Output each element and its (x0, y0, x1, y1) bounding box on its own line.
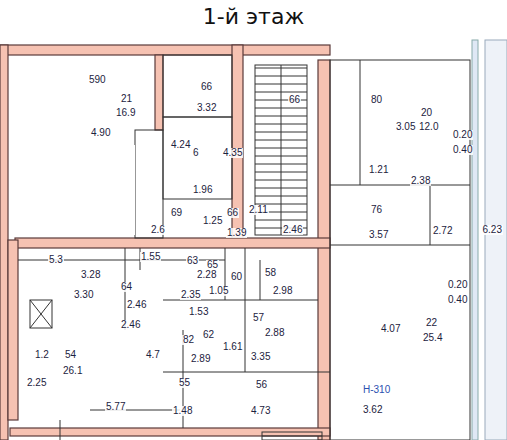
dimension-label: 26.1 (62, 366, 83, 376)
dimension-label: 6 (192, 148, 200, 158)
dimension-label: 4.73 (250, 406, 271, 416)
dimension-label: 0.40 (452, 145, 473, 155)
dimension-label: 1.53 (188, 307, 209, 317)
dimension-label: 63 (186, 256, 199, 266)
dimension-label: 76 (370, 205, 383, 215)
dimension-label: 60 (230, 272, 243, 282)
dimension-label: 55 (178, 378, 191, 388)
dimension-label: 4.90 (90, 128, 111, 138)
dimension-label: 3.28 (80, 270, 101, 280)
dimension-label: 2.38 (410, 176, 431, 186)
dimension-label: 1.25 (202, 216, 223, 226)
dimension-label: 3.32 (196, 103, 217, 113)
dimension-label: 4.7 (145, 350, 161, 360)
dimension-label: 1.2 (34, 350, 50, 360)
dimension-label: 3.30 (73, 290, 94, 300)
dimension-label: 6.23 (482, 225, 503, 235)
dimension-label: 2.25 (26, 378, 47, 388)
dimension-label: 1.21 (368, 165, 389, 175)
dimension-label: 1.61 (222, 342, 243, 352)
dimension-label: 2.98 (272, 286, 293, 296)
dimension-label: 66 (226, 208, 239, 218)
dimension-label: 4.07 (380, 324, 401, 334)
dimension-label: 54 (64, 350, 77, 360)
dimension-label: 2.72 (432, 226, 453, 236)
dimension-label: 2.46 (120, 320, 141, 330)
dimension-label: 2.28 (196, 270, 217, 280)
dimension-label: 1.55 (140, 252, 161, 262)
dimension-label: 58 (264, 268, 277, 278)
dimension-label: 0.20 (452, 130, 473, 140)
dimension-label: 80 (370, 95, 383, 105)
dimension-label: 12.0 (418, 122, 439, 132)
dimension-label: 5.77 (105, 402, 126, 412)
dimension-label: 2.6 (150, 225, 166, 235)
dimension-label: 82 (182, 335, 195, 345)
dimension-label: 62 (202, 330, 215, 340)
dimension-label: 1.39 (226, 228, 247, 238)
dimension-label: H-310 (362, 385, 391, 395)
dimension-label: 0.40 (447, 295, 468, 305)
dimension-label: 66 (288, 95, 301, 105)
dimension-label: 56 (255, 380, 268, 390)
dimension-label: 1.05 (208, 286, 229, 296)
dimension-label: 64 (120, 282, 133, 292)
dimension-label: 16.9 (115, 108, 136, 118)
dimension-label: 65 (206, 260, 219, 270)
dimension-label: 2.11 (248, 205, 269, 215)
dimension-label: 3.35 (250, 352, 271, 362)
dimension-label: 20 (420, 108, 433, 118)
dimension-label: 57 (252, 313, 265, 323)
dimension-label: 5.3 (48, 255, 64, 265)
dimension-label: 66 (200, 82, 213, 92)
dimension-label: 4.24 (170, 140, 191, 150)
dimension-label: 1.96 (192, 185, 213, 195)
dimension-label: 2.46 (282, 225, 303, 235)
dimension-label: 3.57 (368, 230, 389, 240)
dimension-label: 1.48 (172, 406, 193, 416)
dimension-label: 590 (88, 75, 107, 85)
dimension-label: 2.89 (190, 354, 211, 364)
dimension-label: 0.20 (447, 280, 468, 290)
dimension-label: 2.35 (180, 290, 201, 300)
dimension-label: 22 (425, 318, 438, 328)
dimension-label: 2.88 (264, 328, 285, 338)
dimension-label: 69 (170, 208, 183, 218)
plan-title: 1-й этаж (0, 4, 507, 29)
dimension-label: 21 (120, 94, 133, 104)
dimension-label: 3.05 (395, 122, 416, 132)
dimension-label: 2.46 (126, 300, 147, 310)
dimension-label: 4.35 (222, 148, 243, 158)
dimension-label: 25.4 (422, 333, 443, 343)
dimension-label: 3.62 (362, 405, 383, 415)
